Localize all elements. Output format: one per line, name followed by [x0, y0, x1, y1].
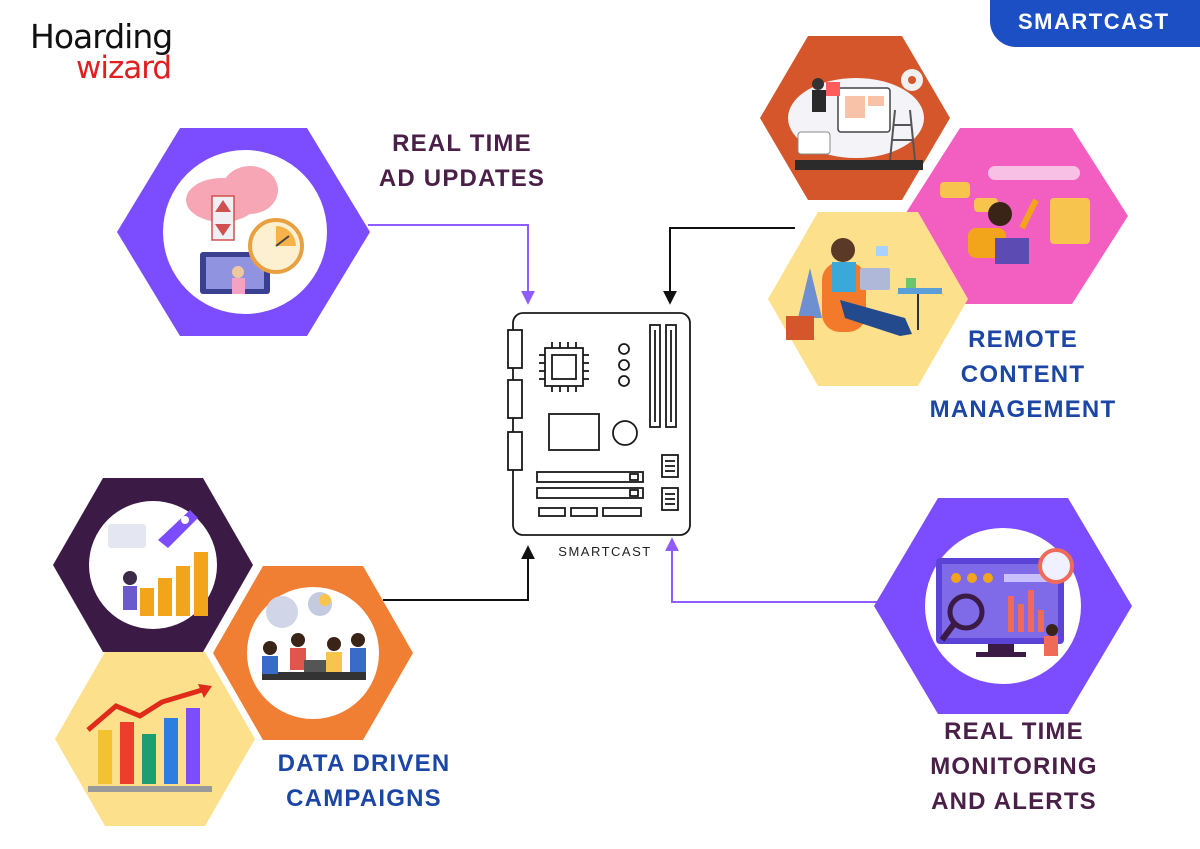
label-data-driven: DATA DRIVEN CAMPAIGNS	[258, 746, 470, 816]
hoarding-wizard-logo: Hoarding wizard	[30, 18, 190, 90]
label-remote-content: REMOTE CONTENT MANAGEMENT	[918, 322, 1128, 427]
connector-data	[383, 545, 535, 601]
hex-remote-bottom	[768, 212, 968, 386]
label-ad-updates-line1: REAL TIME	[392, 130, 532, 157]
label-monitoring: REAL TIME MONITORING AND ALERTS	[918, 714, 1110, 819]
label-monitoring-line3: AND ALERTS	[931, 788, 1097, 815]
label-monitoring-line2: MONITORING	[930, 753, 1098, 780]
label-ad-updates: REAL TIME AD UPDATES	[368, 126, 556, 196]
bar-chart-illustration	[86, 684, 212, 792]
label-monitoring-line1: REAL TIME	[944, 718, 1084, 745]
label-remote-line1: REMOTE	[968, 326, 1078, 353]
smartcast-badge: SMARTCAST	[990, 0, 1200, 47]
motherboard-label: SMARTCAST	[558, 544, 652, 559]
cloud-sync-illustration	[186, 166, 304, 294]
motherboard-diagram	[507, 312, 691, 536]
remote-worker-illustration	[786, 238, 942, 340]
connector-monitoring	[665, 537, 888, 603]
label-data-line2: CAMPAIGNS	[286, 785, 442, 812]
logo-text-hoarding: Hoarding	[30, 17, 173, 56]
hex-remote-right	[904, 128, 1128, 304]
label-remote-line2: CONTENT	[960, 361, 1086, 388]
connector-ad-updates	[368, 224, 535, 305]
idea-board-illustration	[940, 166, 1090, 264]
label-ad-updates-line2: AD UPDATES	[378, 165, 546, 192]
hex-data-bottom	[55, 652, 255, 826]
hex-data-top	[53, 478, 253, 652]
worker-ladder-illustration	[788, 69, 924, 170]
cpu-chip	[539, 342, 589, 392]
hex-monitoring	[874, 498, 1132, 714]
logo-text-wizard: wizard	[76, 50, 172, 86]
connector-remote	[663, 227, 795, 305]
hex-data-right	[213, 566, 413, 740]
label-data-line1: DATA DRIVEN	[277, 750, 451, 777]
monitoring-dashboard-illustration	[936, 548, 1074, 657]
label-remote-line3: MANAGEMENT	[929, 396, 1117, 423]
hex-ad-updates	[117, 128, 370, 336]
team-meeting-illustration	[262, 592, 366, 680]
growth-rocket-illustration	[108, 510, 208, 616]
badge-label: SMARTCAST	[1018, 9, 1170, 34]
hex-remote-top	[760, 36, 950, 200]
